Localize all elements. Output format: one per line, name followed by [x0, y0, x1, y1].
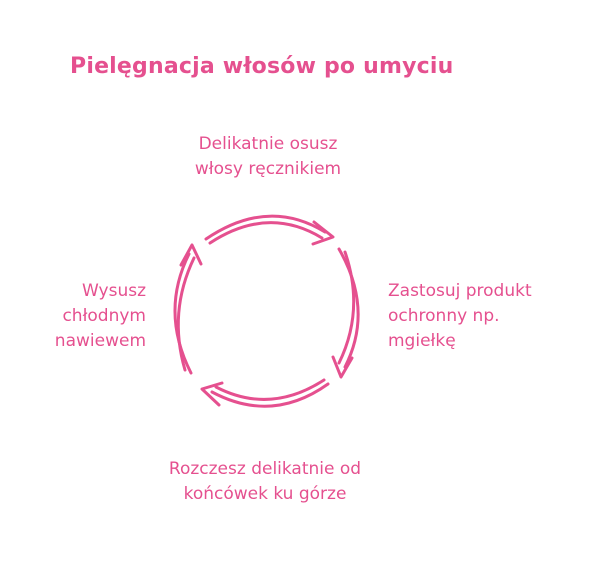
arrow-left-to-top: [173, 243, 203, 375]
diagram-title: Pielęgnacja włosów po umyciu: [70, 54, 454, 79]
step-left-label: Wysusz chłodnym nawiewem: [54, 281, 146, 351]
step-right-label: Zastosuj produkt ochronny np. mgiełkę: [388, 281, 532, 351]
arrow-top-to-right: [204, 214, 335, 246]
arrow-right-to-bottom: [331, 247, 360, 379]
step-top-label: Delikatnie osusz włosy ręcznikiem: [194, 134, 342, 179]
arrow-bottom-to-left: [200, 378, 330, 408]
step-bottom-label: Rozczesz delikatnie od końcówek ku górze: [168, 459, 362, 504]
